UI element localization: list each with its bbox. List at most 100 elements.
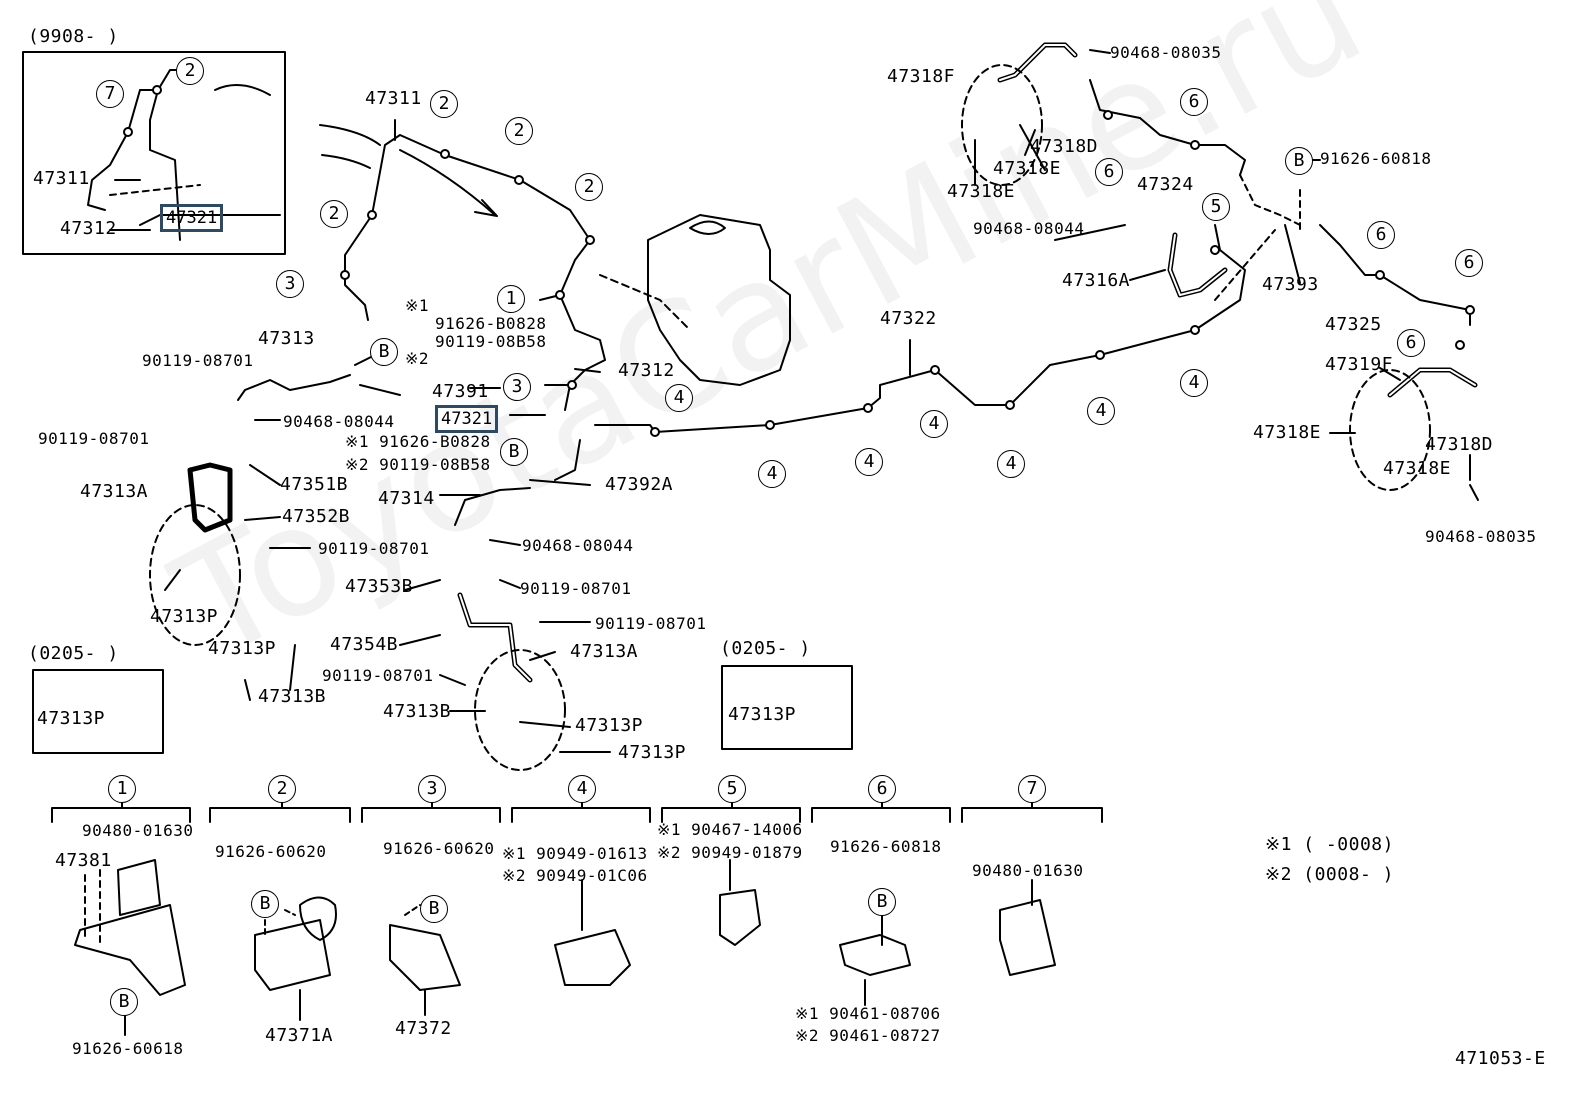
label-90468-c: 90468-08044: [973, 219, 1085, 238]
mc-dashed: [599, 274, 691, 331]
master-cylinder-outline: [647, 214, 791, 386]
dash-47393: [1239, 174, 1301, 226]
hose-47313A-left: [187, 462, 233, 533]
note-1-top: ※1: [405, 296, 430, 315]
circle-4: 4: [758, 460, 786, 488]
group-5-part-a: ※1 90467-14006: [657, 820, 803, 839]
label-47324: 47324: [1137, 174, 1194, 195]
label-47314: 47314: [378, 488, 435, 509]
label-47353B: 47353B: [345, 576, 414, 597]
pipe-47311-lower: [344, 214, 373, 321]
label-47313P-2: 47313P: [208, 638, 277, 659]
footnote-1: ※1 ( -0008): [1265, 834, 1394, 855]
circle-6: 6: [1180, 88, 1208, 116]
group-5-part-b: ※2 90949-01879: [657, 843, 803, 862]
group-1-part-c: 91626-60618: [72, 1039, 184, 1058]
label-47318F: 47318F: [887, 66, 956, 87]
label-47351B: 47351B: [280, 474, 349, 495]
figure-code: 471053-E: [1455, 1048, 1546, 1069]
inset-dash: [109, 184, 201, 196]
group-1-number: 1: [108, 775, 136, 803]
circle-B: B: [1285, 147, 1313, 175]
inset-0205-left-part: 47313P: [37, 708, 106, 729]
label-47318E-bottom-1: 47318E: [1253, 422, 1322, 443]
label-47392A: 47392A: [605, 474, 674, 495]
group-3-part-b: 47372: [395, 1018, 452, 1039]
label-47313A-left: 47313A: [80, 481, 149, 502]
flow-arrow: [399, 149, 496, 216]
label-47313A-center: 47313A: [570, 641, 639, 662]
inset-frame-0205-right: [721, 665, 853, 750]
circle-6: 6: [1367, 221, 1395, 249]
pipe-47313: [237, 374, 351, 401]
label-90119-a: 90119-08701: [142, 351, 254, 370]
label-91626-B0828-top: 91626-B0828: [435, 314, 547, 333]
footnote-2: ※2 (0008- ): [1265, 864, 1394, 885]
label-90119-f: 90119-08701: [322, 666, 434, 685]
group-7-part-a: 90480-01630: [972, 861, 1084, 880]
label-47322: 47322: [880, 308, 937, 329]
label-90119-d: 90119-08701: [520, 579, 632, 598]
label-47313P-1: 47313P: [150, 606, 219, 627]
hose-47318F-inner: [999, 44, 1076, 81]
inset-0205-right-part: 47313P: [728, 704, 797, 725]
ellipse-center: [474, 649, 566, 771]
group-1-part-b: 47381: [55, 850, 112, 871]
pipe-47322: [594, 224, 1246, 433]
hose-47313A-center-inner: [459, 594, 531, 681]
circle-6: 6: [1095, 158, 1123, 186]
ellipse-top-right: [961, 64, 1043, 186]
circle-B: B: [370, 338, 398, 366]
group-6-B: B: [868, 888, 896, 916]
label-47391: 47391: [432, 381, 489, 402]
pipe-47311: [371, 134, 591, 301]
circle-4: 4: [920, 410, 948, 438]
label-90468-d: 90468-08035: [1110, 43, 1222, 62]
pipe-47312: [559, 294, 606, 411]
group-2-part-a: 91626-60620: [215, 842, 327, 861]
inset-circle-7: 7: [96, 80, 124, 108]
label-90468-b: 90468-08044: [522, 536, 634, 555]
circle-6: 6: [1397, 329, 1425, 357]
circle-1: 1: [497, 285, 525, 313]
circle-2: 2: [320, 200, 348, 228]
group-6-number: 6: [868, 775, 896, 803]
group-1-part-a: 90480-01630: [82, 821, 194, 840]
group-4-part-a: ※1 90949-01613: [502, 844, 648, 863]
hose-47319F-inner: [1389, 369, 1476, 396]
circle-2: 2: [575, 173, 603, 201]
label-47313P-3: 47313P: [575, 715, 644, 736]
label-91626-60818-right: 91626-60818: [1320, 149, 1432, 168]
group-6-part-a: 91626-60818: [830, 837, 942, 856]
note-2-top: ※2: [405, 349, 430, 368]
label-47319F: 47319F: [1325, 354, 1394, 375]
label-90468-a: 90468-08044: [283, 412, 395, 431]
clamp-sketches: [74, 859, 1056, 1036]
group-6-part-b: ※1 90461-08706: [795, 1004, 941, 1023]
label-47318E-top-1: 47318E: [993, 158, 1062, 179]
label-90119-e: 90119-08701: [595, 614, 707, 633]
label-90119-08B58-mid: ※2 90119-08B58: [345, 455, 491, 474]
circle-4: 4: [997, 450, 1025, 478]
inset-0205-right-period: (0205- ): [720, 638, 811, 659]
group-2-B: B: [251, 890, 279, 918]
label-90119-c: 90119-08701: [318, 539, 430, 558]
circle-4: 4: [1087, 397, 1115, 425]
group-3-B: B: [420, 895, 448, 923]
group-4-number: 4: [568, 775, 596, 803]
circle-2: 2: [430, 90, 458, 118]
group-3-part-a: 91626-60620: [383, 839, 495, 858]
label-47352B: 47352B: [282, 506, 351, 527]
flow-arrowhead: [474, 199, 498, 217]
circle-5: 5: [1202, 193, 1230, 221]
circle-3: 3: [276, 270, 304, 298]
hose-47319F: [1387, 367, 1478, 398]
pipe-47314: [454, 487, 531, 526]
circle-4: 4: [1180, 369, 1208, 397]
label-90119-b: 90119-08701: [38, 429, 150, 448]
group-6-part-c: ※2 90461-08727: [795, 1026, 941, 1045]
pipe-47314b: [554, 439, 581, 481]
label-47354B: 47354B: [330, 634, 399, 655]
arc-2: [321, 154, 371, 169]
